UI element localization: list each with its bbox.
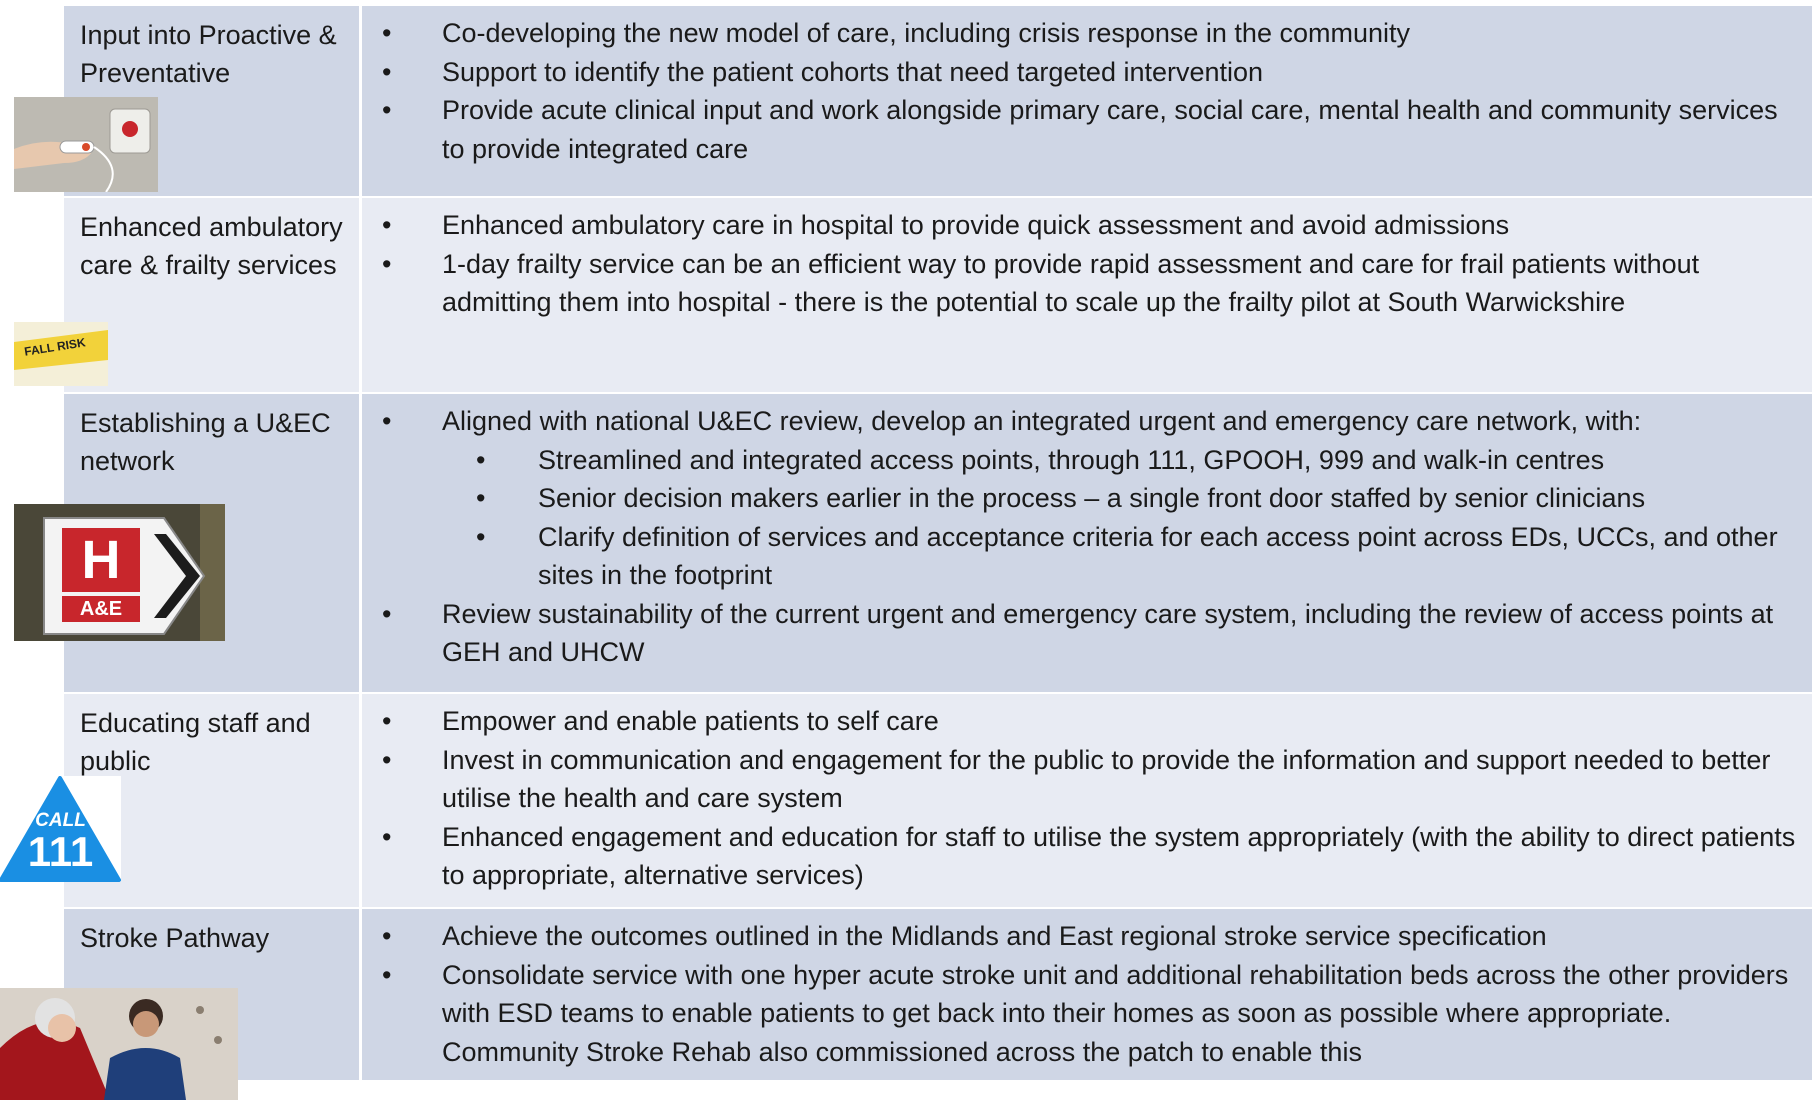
- sub-bullet-item: Senior decision makers earlier in the pr…: [442, 479, 1802, 518]
- table-row: Educating staff and public Empower and e…: [64, 694, 1812, 909]
- row-content: Aligned with national U&EC review, devel…: [362, 394, 1812, 692]
- row-content: Achieve the outcomes outlined in the Mid…: [362, 909, 1812, 1080]
- bullet-item: Achieve the outcomes outlined in the Mid…: [362, 917, 1802, 956]
- alarm-pendant-icon: [14, 97, 158, 192]
- bullet-item: Enhanced ambulatory care in hospital to …: [362, 206, 1802, 245]
- bullet-item: Enhanced engagement and education for st…: [362, 818, 1802, 895]
- bullet-item: Support to identify the patient cohorts …: [362, 53, 1802, 92]
- table-row: Input into Proactive & Preventative Co-d…: [64, 6, 1812, 198]
- bullet-item: Provide acute clinical input and work al…: [362, 91, 1802, 168]
- bullet-item: Aligned with national U&EC review, devel…: [362, 402, 1802, 595]
- row-title: Establishing a U&EC network: [64, 394, 362, 692]
- stroke-care-photo: [0, 988, 238, 1100]
- call-number: 111: [27, 828, 94, 875]
- row-content: Co-developing the new model of care, inc…: [362, 6, 1812, 196]
- bullet-item: Empower and enable patients to self care: [362, 702, 1802, 741]
- bullet-item: Review sustainability of the current urg…: [362, 595, 1802, 672]
- ae-label: A&E: [79, 598, 123, 620]
- row-title: Educating staff and public: [64, 694, 362, 907]
- bullet-item: 1-day frailty service can be an efficien…: [362, 245, 1802, 322]
- bullet-text: Aligned with national U&EC review, devel…: [442, 406, 1642, 436]
- table-row: Enhanced ambulatory care & frailty servi…: [64, 198, 1812, 394]
- sub-bullet-list: Streamlined and integrated access points…: [442, 441, 1802, 595]
- nhs-111-triangle-icon: [0, 776, 121, 882]
- fall-risk-tape-icon: [14, 322, 108, 386]
- call-label: CALL: [35, 810, 86, 831]
- bullet-item: Co-developing the new model of care, inc…: [362, 14, 1802, 53]
- row-title: Enhanced ambulatory care & frailty servi…: [64, 198, 362, 392]
- row-content: Empower and enable patients to self care…: [362, 694, 1812, 907]
- hospital-sign-icon: [14, 504, 225, 641]
- carer-and-patient-icon: [0, 988, 238, 1100]
- hospital-sign-photo: H A&E: [14, 504, 225, 641]
- bullet-list: Enhanced ambulatory care in hospital to …: [362, 206, 1802, 322]
- care-priorities-table: Input into Proactive & Preventative Co-d…: [64, 6, 1812, 1082]
- row-content: Enhanced ambulatory care in hospital to …: [362, 198, 1812, 392]
- bullet-list: Achieve the outcomes outlined in the Mid…: [362, 917, 1802, 1071]
- row-title: Stroke Pathway: [64, 909, 362, 1080]
- bullet-item: Consolidate service with one hyper acute…: [362, 956, 1802, 1072]
- alarm-pendant-photo: [14, 97, 158, 192]
- table-row: Stroke Pathway Achieve the outcomes outl…: [64, 909, 1812, 1082]
- bullet-list: Empower and enable patients to self care…: [362, 702, 1802, 895]
- table-row: Establishing a U&EC network Aligned with…: [64, 394, 1812, 694]
- bullet-list: Co-developing the new model of care, inc…: [362, 14, 1802, 168]
- sub-bullet-item: Streamlined and integrated access points…: [442, 441, 1802, 480]
- sub-bullet-item: Clarify definition of services and accep…: [442, 518, 1802, 595]
- fall-risk-photo: FALL RISK: [14, 322, 108, 386]
- call-111-logo: CALL 111: [0, 776, 121, 882]
- bullet-item: Invest in communication and engagement f…: [362, 741, 1802, 818]
- hospital-h-letter: H: [81, 530, 121, 590]
- bullet-list: Aligned with national U&EC review, devel…: [362, 402, 1802, 672]
- row-title: Input into Proactive & Preventative: [64, 6, 362, 196]
